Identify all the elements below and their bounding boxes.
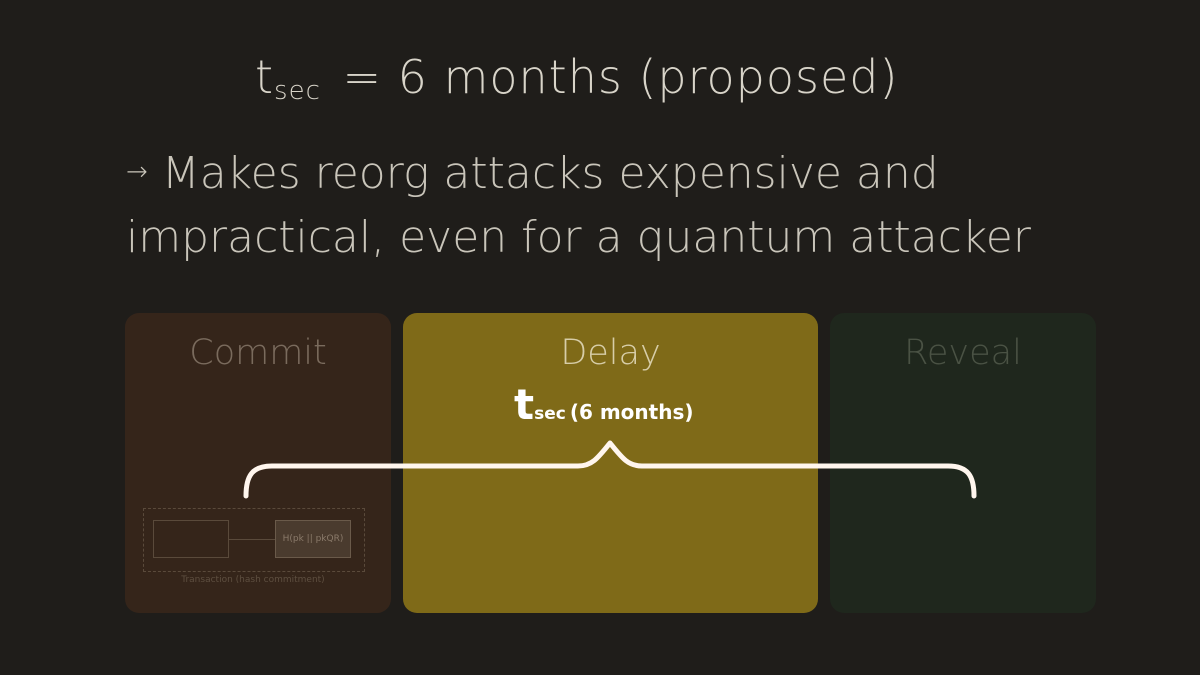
brace-subscript: sec	[534, 404, 566, 424]
reveal-label: Reveal	[904, 333, 1022, 373]
hash-commitment-node: H(pk || pkQR)	[275, 520, 351, 558]
reveal-phase-box: Reveal	[830, 313, 1096, 613]
transaction-frame	[143, 508, 365, 572]
title-rest: = 6 months (proposed)	[342, 50, 899, 104]
transaction-connector	[229, 539, 275, 540]
delay-label: Delay	[560, 333, 661, 373]
commit-phase-box: Commit H(pk || pkQR) Transaction (hash c…	[125, 313, 391, 613]
commit-label: Commit	[189, 333, 327, 373]
brace-label: tsec(6 months)	[514, 380, 694, 429]
transaction-node	[153, 520, 229, 558]
bullet-point: →Makes reorg attacks expensive and impra…	[126, 145, 1126, 267]
slide-title: tsec = 6 months (proposed)	[255, 50, 899, 106]
arrow-icon: →	[126, 157, 148, 187]
brace-symbol: t	[514, 380, 535, 429]
brace-duration: (6 months)	[569, 400, 694, 424]
delay-phase-box: Delay	[403, 313, 818, 613]
title-subscript: sec	[274, 76, 321, 106]
title-symbol: t	[255, 50, 275, 104]
transaction-caption: Transaction (hash commitment)	[181, 575, 325, 585]
bullet-text: Makes reorg attacks expensive and imprac…	[126, 148, 1031, 263]
